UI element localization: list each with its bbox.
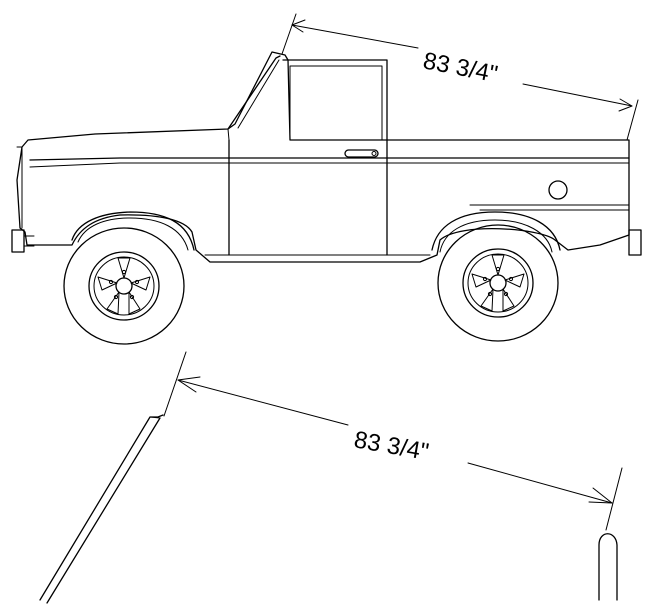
- bottom-dimension: 83 3/4": [163, 351, 623, 531]
- top-dimension-line-right: [522, 83, 633, 107]
- rear-fender-flare: [431, 211, 561, 251]
- top-dimension: 83 3/4": [281, 13, 639, 141]
- bottom-dimension-line-left: [177, 379, 349, 426]
- front-spokes: [97, 257, 151, 315]
- rear-spokes: [471, 254, 525, 312]
- detail-view: [39, 414, 618, 604]
- rear-wheel: [437, 224, 559, 342]
- front-fender-flare-inner: [77, 217, 189, 251]
- windshield-pillar-inner: [237, 59, 280, 129]
- top-dimension-line-left: [291, 24, 419, 49]
- body-trim-upper: [29, 157, 630, 161]
- rear-rim-inner: [467, 253, 529, 313]
- cowl-line: [227, 128, 230, 141]
- bottom-arrowhead-right: [588, 487, 613, 504]
- top-arrowhead-right: [618, 98, 633, 112]
- bottom-extension-line-left: [163, 351, 187, 417]
- top-dimension-label: 83 3/4": [421, 47, 500, 88]
- front-hub: [115, 277, 133, 295]
- rear-hub: [489, 274, 507, 292]
- top-extension-line-right: [626, 99, 639, 141]
- top-arrowhead-left: [291, 19, 306, 33]
- rear-bumper: [628, 229, 642, 256]
- body-trim-lower: [29, 162, 630, 168]
- rear-rim: [462, 248, 534, 318]
- rear-fender-flare-inner: [439, 219, 553, 253]
- rear-tire: [437, 224, 559, 342]
- front-bumper-bracket: [23, 235, 35, 247]
- front-rim: [88, 251, 160, 321]
- truck-body-outline: [16, 51, 630, 263]
- detail-rear-corner: [598, 533, 618, 601]
- bottom-arrowhead-left: [177, 376, 201, 393]
- detail-pillar-inner: [46, 417, 161, 604]
- front-wheel: [63, 227, 185, 345]
- bottom-dimension-label: 83 3/4": [352, 426, 431, 466]
- bottom-extension-line-right: [605, 467, 623, 531]
- hood-front: [16, 146, 23, 229]
- truck-side-view: [11, 51, 642, 345]
- door-window-inner: [289, 65, 383, 141]
- door-handle: [344, 149, 379, 158]
- front-tire: [63, 227, 185, 345]
- door-outline: [228, 139, 388, 256]
- windshield-pillar: [227, 55, 281, 130]
- bottom-dimension-line-right: [467, 462, 613, 504]
- front-bumper: [11, 229, 25, 253]
- top-extension-line-left: [281, 13, 297, 55]
- front-fender-flare: [71, 211, 195, 251]
- detail-pillar-top: [149, 416, 161, 419]
- door-lock: [371, 151, 377, 156]
- door-window-frame: [282, 59, 388, 141]
- front-rim-inner: [93, 256, 155, 316]
- fuel-cap: [548, 180, 568, 200]
